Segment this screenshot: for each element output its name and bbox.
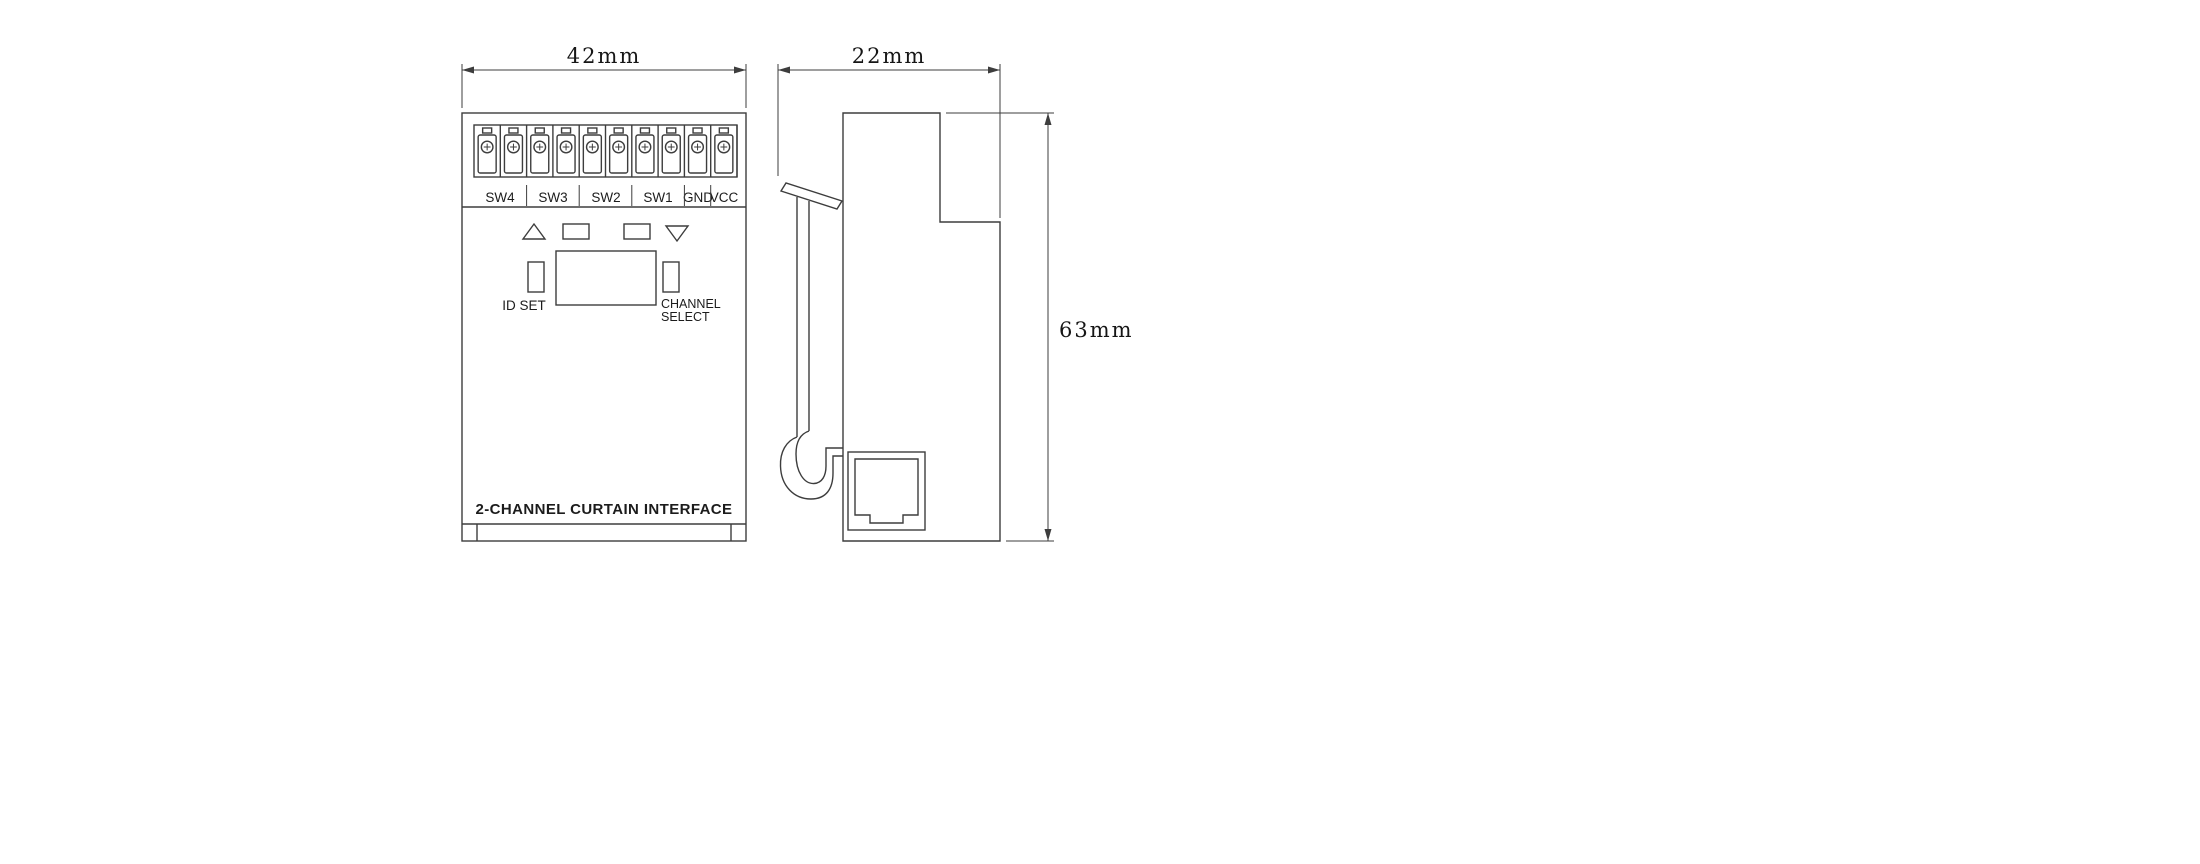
terminal-screw bbox=[582, 124, 607, 178]
terminal-label-sw3: SW3 bbox=[538, 190, 567, 205]
terminal-screw bbox=[530, 124, 554, 178]
clip-hook-outer bbox=[779, 436, 843, 500]
arrowhead-top-icon bbox=[1044, 113, 1052, 125]
up-arrow-button-icon bbox=[521, 222, 547, 240]
display-section: ID SET CHANNEL SELECT bbox=[502, 250, 721, 324]
button-right bbox=[623, 223, 651, 240]
arrowhead-right-icon bbox=[734, 66, 746, 74]
terminal-screw bbox=[714, 124, 738, 178]
arrowhead-right-icon bbox=[988, 66, 1000, 74]
clip-hook-inner bbox=[795, 430, 843, 485]
terminal-label-sw2: SW2 bbox=[591, 190, 620, 205]
arrowhead-left-icon bbox=[778, 66, 790, 74]
dimension-label-side-depth: 22mm bbox=[852, 44, 927, 68]
id-set-button bbox=[527, 261, 545, 293]
terminal-screw bbox=[503, 124, 528, 178]
dimension-label-front-width: 42mm bbox=[567, 44, 642, 68]
dimension-side-depth: 22mm bbox=[777, 44, 1001, 218]
terminal-labels: SW4 SW3 SW2 SW1 GND VCC bbox=[485, 185, 738, 206]
terminal-label-sw4: SW4 bbox=[485, 190, 515, 205]
dimension-front-width: 42mm bbox=[461, 44, 747, 108]
terminal-label-sw1: SW1 bbox=[643, 190, 672, 205]
terminal-screw bbox=[556, 124, 580, 178]
bottom-seam bbox=[462, 523, 746, 541]
channel-select-button bbox=[662, 261, 680, 293]
front-enclosure-outline bbox=[461, 112, 747, 542]
terminal-screw bbox=[661, 124, 686, 178]
side-body-profile bbox=[842, 112, 1001, 542]
side-view bbox=[779, 112, 1001, 542]
dimension-label-height: 63mm bbox=[1059, 318, 1134, 342]
terminal-block bbox=[473, 124, 738, 178]
rj45-socket bbox=[847, 451, 926, 531]
terminal-screw bbox=[635, 124, 659, 178]
display-window bbox=[555, 250, 657, 306]
din-rail-clip bbox=[779, 182, 844, 500]
clip-release-tab bbox=[779, 182, 844, 210]
terminal-label-gnd: GND bbox=[683, 190, 713, 205]
terminal-screw bbox=[477, 124, 501, 178]
product-title: 2-CHANNEL CURTAIN INTERFACE bbox=[476, 501, 733, 518]
channel-select-label-line2: SELECT bbox=[661, 310, 710, 324]
id-set-label: ID SET bbox=[502, 298, 546, 313]
arrowhead-left-icon bbox=[462, 66, 474, 74]
down-arrow-button-icon bbox=[664, 225, 690, 243]
button-left bbox=[562, 223, 590, 240]
terminal-label-vcc: VCC bbox=[710, 190, 739, 205]
dimension-height: 63mm bbox=[946, 112, 1134, 542]
control-buttons bbox=[521, 222, 690, 243]
front-view: SW4 SW3 SW2 SW1 GND VCC bbox=[461, 112, 747, 542]
terminal-screw bbox=[687, 124, 712, 178]
arrowhead-bottom-icon bbox=[1044, 529, 1052, 541]
channel-select-label-line1: CHANNEL bbox=[661, 297, 721, 311]
rj45-port-opening bbox=[854, 458, 919, 524]
terminal-screw bbox=[608, 124, 633, 178]
rj45-outline bbox=[847, 451, 926, 531]
